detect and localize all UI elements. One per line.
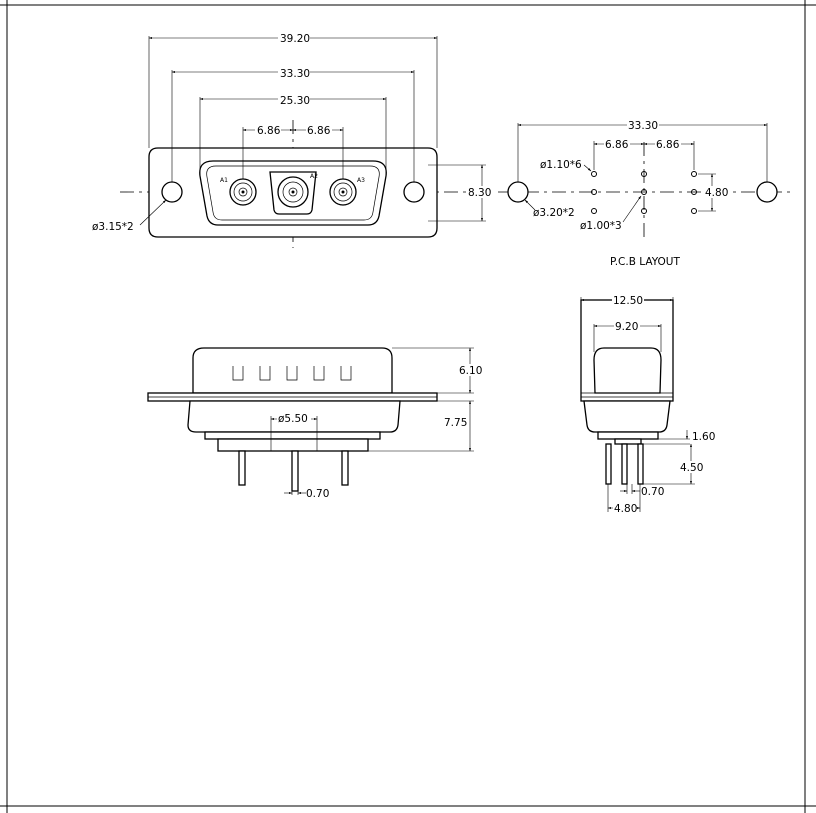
side-slots: [232, 366, 352, 381]
contact-label-a2: A2: [310, 173, 318, 180]
contact-a1: [229, 178, 257, 206]
pcb-layout-title: P.C.B LAYOUT: [610, 256, 680, 268]
dim-shell-width: 25.30: [280, 95, 310, 107]
dim-mount-hole: ø3.15*2: [92, 221, 134, 233]
side-shell: [192, 347, 393, 394]
mount-hole-right: [403, 181, 425, 203]
side-dim-contact-diameter: ø5.50: [278, 413, 308, 425]
front-view: A1 A2 A3 39.20 33.30 25.30 6.86 6.86: [92, 31, 493, 248]
pcb-dim-contact-holes: ø1.00*3: [580, 220, 622, 232]
end-dim-pin-width: 0.70: [641, 486, 664, 498]
pcb-dim-mounting: 33.30: [628, 120, 658, 132]
side-dim-total-height: 7.75: [444, 417, 467, 429]
dim-mounting-pitch: 33.30: [280, 68, 310, 80]
dim-height: 8.30: [468, 187, 491, 199]
end-dim-width: 12.50: [613, 295, 643, 307]
contact-a2: [269, 171, 317, 215]
pcb-dim-small-holes: ø1.10*6: [540, 159, 582, 171]
end-dim-pin-spacing: 4.80: [614, 503, 637, 515]
contact-label-a1: A1: [220, 177, 228, 184]
side-dim-pin-width: 0.70: [306, 488, 329, 500]
end-view: 12.50 9.20 1.60 4.50 0.70 4.80: [580, 294, 715, 515]
side-pins: [238, 450, 349, 492]
mount-hole-left: [161, 181, 183, 203]
pcb-dim-pitch-left: 6.86: [605, 139, 629, 151]
pcb-dim-mount-holes: ø3.20*2: [533, 207, 575, 219]
end-body: [583, 400, 671, 433]
pcb-dim-row-spacing: 4.80: [705, 187, 728, 199]
dim-overall-width: 39.20: [280, 33, 310, 45]
pcb-mount-hole-right: [756, 181, 778, 203]
dim-pitch-left: 6.86: [257, 125, 281, 137]
side-dim-shell-height: 6.10: [459, 365, 482, 377]
end-dim-pin-length: 4.50: [680, 462, 703, 474]
pcb-layout: 33.30 6.86 6.86 4.80 ø1.10*6 ø3.20*2 ø1.…: [498, 119, 792, 268]
pcb-small-holes: [591, 171, 697, 214]
end-pins: [605, 443, 644, 485]
dim-pitch-right: 6.86: [307, 125, 331, 137]
pcb-contact-holes: [591, 189, 697, 195]
end-dim-standoff: 1.60: [692, 431, 715, 443]
contact-label-a3: A3: [357, 177, 365, 184]
contact-a3: [329, 178, 357, 206]
pcb-mount-hole-left: [507, 181, 529, 203]
end-dim-shell-width: 9.20: [615, 321, 638, 333]
end-shell: [593, 347, 662, 394]
pcb-dim-pitch-right: 6.86: [656, 139, 680, 151]
side-view: 6.10 7.75 ø5.50 0.70: [147, 347, 482, 500]
